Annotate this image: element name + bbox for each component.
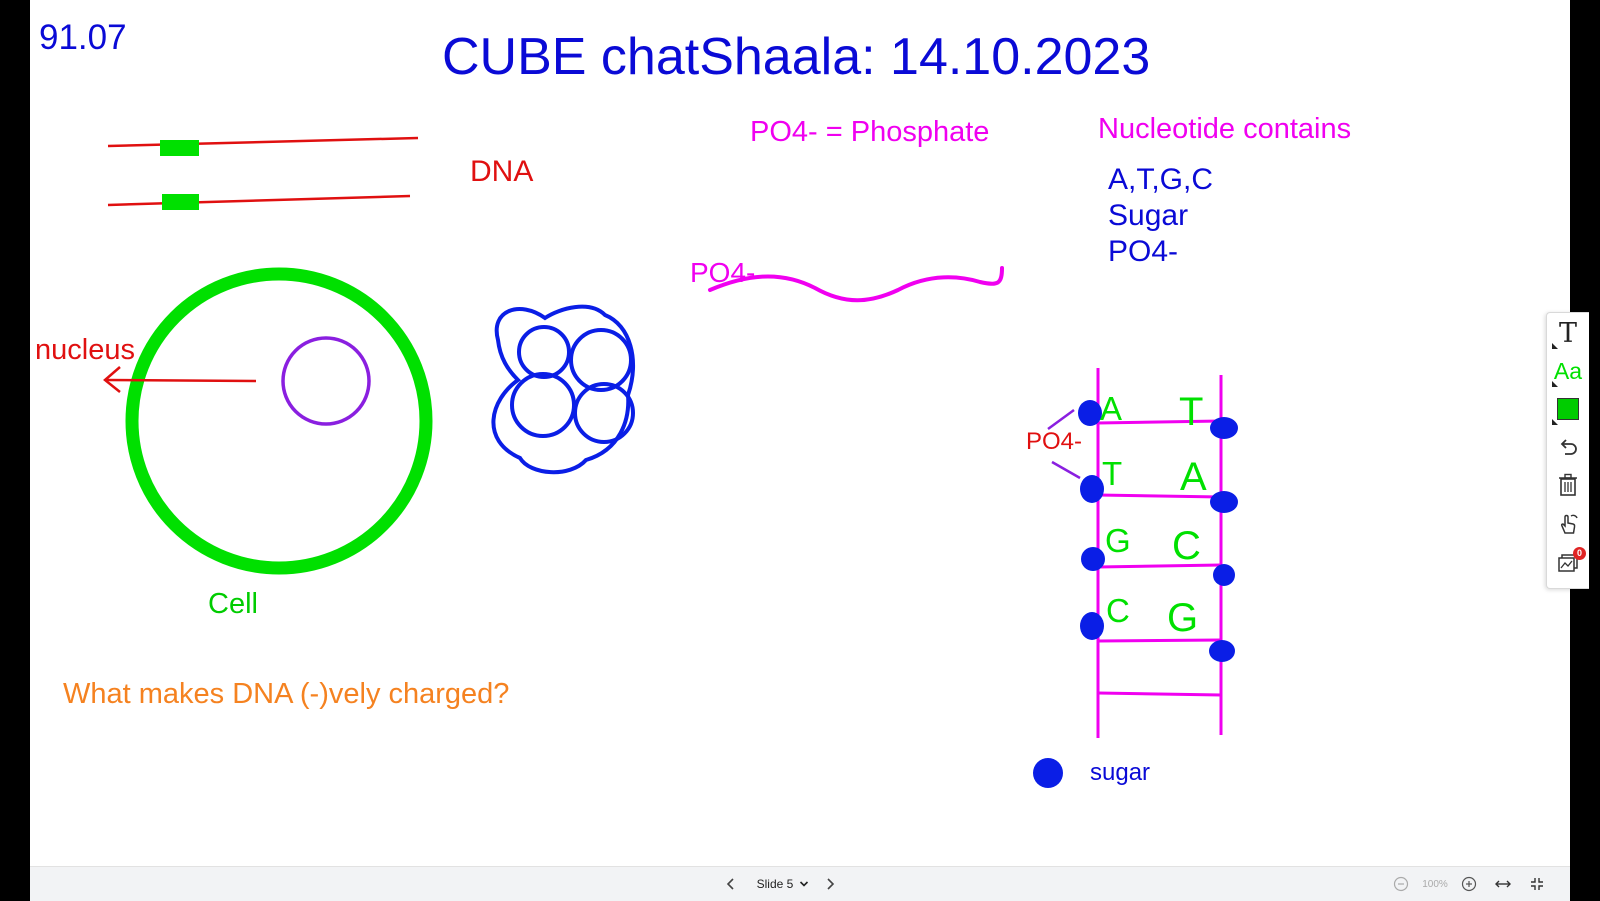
zoom-in-button[interactable] [1456,867,1482,901]
base-right-1: T [1179,390,1204,434]
font-style-button[interactable]: Aa [1547,352,1589,390]
pointer-tool-button[interactable] [1547,505,1589,543]
base-right-2: A [1180,455,1207,499]
slide-label: Slide 5 [756,877,794,891]
question-text: What makes DNA (-)vely charged? [63,678,510,710]
nucleus-label: nucleus [35,334,135,366]
undo-icon [1560,439,1577,455]
base-left-2: T [1102,455,1123,492]
nucleus-circle [281,336,371,426]
trash-icon [1559,473,1577,496]
zoom-out-button[interactable] [1388,867,1414,901]
whiteboard-canvas[interactable]: 91.07 CUBE chatShaala: 14.10.2023 DNA nu… [30,0,1570,866]
slide-selector[interactable]: Slide 5 [748,867,818,901]
ladder-po4-label: PO4- [1026,428,1083,455]
phosphate-strand-doodle [708,266,1004,303]
nucleotide-heading: Nucleotide contains [1098,113,1352,145]
slides-button[interactable]: 0 [1547,544,1589,582]
drawing-toolbar: T Aa 0 [1546,312,1589,589]
page-title: CUBE chatShaala: 14.10.2023 [442,28,1151,86]
nucleotide-list: A,T,G,C Sugar PO4- [1108,165,1213,267]
delete-button[interactable] [1547,466,1589,504]
dna-strand-bottom [107,194,411,207]
ladder-po4-pointers [1047,408,1081,480]
nucleus-arrow-shaft [105,378,257,383]
cell-label: Cell [208,588,258,620]
cell-cluster-doodle [491,304,636,475]
cell-circle [125,267,433,575]
hand-icon [1560,514,1578,534]
zoom-value: 100% [1422,878,1448,890]
fit-width-icon [1495,880,1511,888]
color-swatch-icon [1557,398,1579,420]
base-right-3: C [1172,524,1201,568]
base-right-4: G [1167,596,1199,640]
timer-label: 91.07 [39,18,127,57]
prev-slide-button[interactable] [718,867,744,901]
chevron-right-icon [827,878,835,890]
base-left-3: G [1105,522,1131,559]
text-icon: T [1558,317,1577,349]
next-slide-button[interactable] [817,867,843,901]
collapse-button[interactable] [1524,867,1550,901]
sugar-legend-label: sugar [1090,759,1151,786]
dna-segment-bottom [162,194,199,210]
font-icon: Aa [1553,357,1583,384]
phosphate-definition: PO4- = Phosphate [750,116,990,148]
dna-segment-top [160,140,199,156]
zoom-in-icon [1461,876,1477,892]
slides-badge: 0 [1573,547,1586,560]
collapse-icon [1531,878,1543,890]
nucleus-arrow-head [103,366,121,393]
undo-button[interactable] [1547,428,1589,466]
fit-width-button[interactable] [1490,867,1516,901]
nucleotide-item-sugar: Sugar [1108,199,1189,232]
phosphate-strand-label: PO4- [690,257,756,288]
color-picker-button[interactable] [1547,390,1589,428]
text-tool-button[interactable]: T [1547,314,1589,352]
chevron-down-icon [800,881,809,887]
nucleotide-item-bases: A,T,G,C [1108,163,1214,196]
zoom-level: 100% [1416,867,1454,901]
dna-ladder [1096,368,1223,738]
zoom-out-icon [1393,876,1409,892]
dna-strand-top [107,136,419,148]
nucleotide-item-phosphate: PO4- [1108,235,1179,268]
chevron-left-icon [726,878,734,890]
bottom-bar: Slide 5 100% [30,866,1570,901]
sugar-dots [1033,400,1238,788]
dna-label: DNA [470,155,534,188]
drawing-layer [103,136,1238,788]
base-left-1: A [1100,390,1123,427]
base-left-4: C [1106,592,1130,629]
